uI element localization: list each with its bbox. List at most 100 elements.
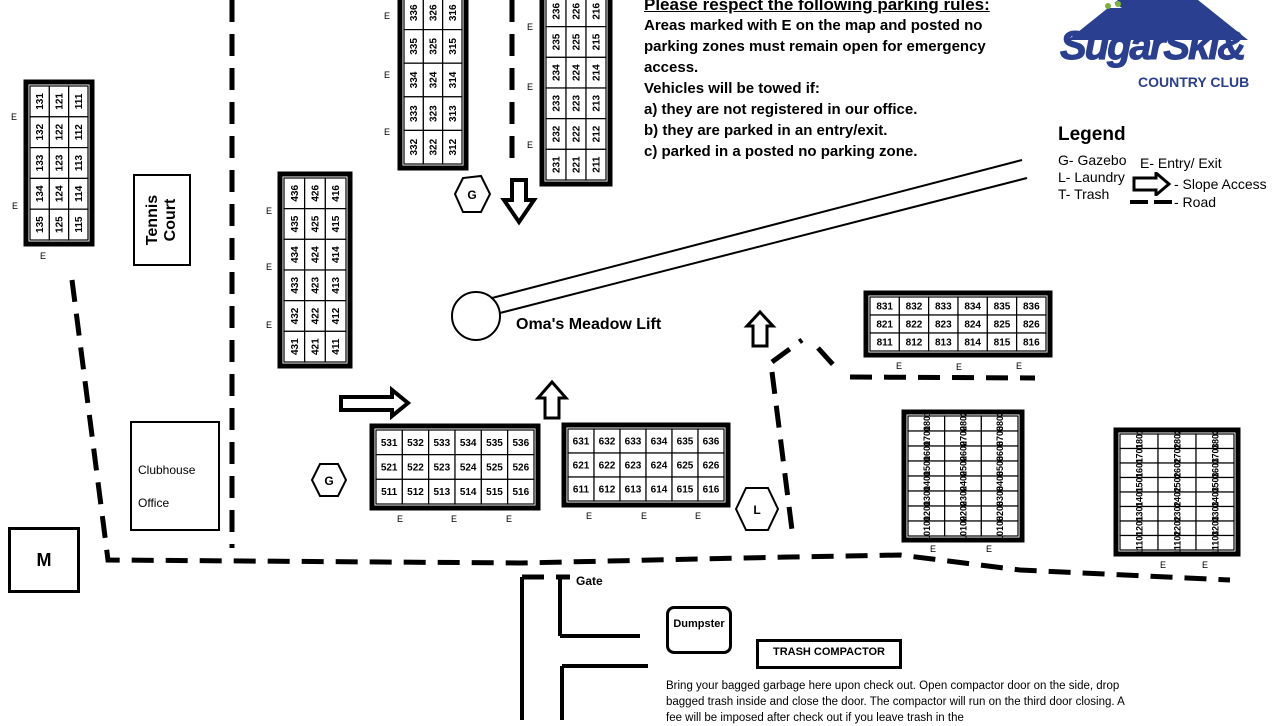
parking-space-number: 512: [407, 487, 424, 498]
entry-exit-marker: E: [896, 361, 902, 371]
parking-space-number: 223: [572, 95, 583, 112]
entry-exit-marker: E: [586, 511, 592, 521]
parking-space-number: 535: [486, 438, 503, 449]
rules-heading: Please respect the following parking rul…: [644, 0, 990, 14]
parking-space-number: 11801: [1135, 429, 1145, 454]
parking-blocks: 1311321331341351211221231241251111121131…: [23, 0, 1241, 557]
parking-space-number: 526: [512, 463, 529, 474]
parking-space-number: 10602: [959, 441, 969, 466]
rules-line: c) parked in a posted no parking zone.: [644, 143, 918, 160]
logo-subtitle: COUNTRY CLUB: [1138, 74, 1250, 90]
rules-line: a) they are not registered in our office…: [644, 101, 918, 118]
gazebo-north-icon: G: [453, 174, 492, 213]
parking-space-number: 10803: [995, 411, 1005, 436]
parking-space-number: 10303: [995, 486, 1005, 511]
entry-exit-marker: E: [930, 544, 936, 554]
parking-space-number: 10501: [922, 456, 932, 481]
parking-space-number: 523: [433, 463, 450, 474]
parking-space-number: 11301: [1135, 501, 1145, 526]
parking-rules: Please respect the following parking rul…: [644, 0, 1054, 162]
parking-space-number: 336: [409, 4, 420, 21]
parking-space-number: 221: [572, 156, 583, 173]
parking-space: [697, 476, 725, 502]
parking-space-number: 324: [429, 71, 440, 88]
rules-line: access.: [644, 59, 699, 76]
sugar-ski-logo: SugarSki& COUNTRY CLUB: [1058, 0, 1258, 95]
parking-space: [442, 129, 463, 165]
road-main: [69, 279, 1231, 583]
parking-space: [593, 476, 621, 502]
parking-space-number: 612: [599, 485, 616, 496]
lift-station-icon: [451, 291, 501, 341]
parking-space-number: 414: [331, 246, 342, 263]
trash-compactor: TRASH COMPACTOR: [756, 639, 902, 669]
parking-space-number: 425: [311, 215, 322, 232]
entry-exit-marker: E: [397, 514, 403, 524]
entry-exit-marker: E: [1160, 560, 1166, 570]
parking-space-number: 111: [74, 93, 85, 109]
parking-space-number: 332: [409, 138, 420, 155]
dumpster: Dumpster: [666, 606, 732, 654]
parking-space-number: 433: [290, 277, 301, 294]
parking-space-number: 813: [935, 338, 952, 349]
parking-space-number: 423: [311, 277, 322, 294]
clubhouse-office: Clubhouse Office: [130, 421, 220, 531]
slope-access-arrow-icon: [1132, 172, 1172, 196]
lift-cable-upper: [491, 159, 1023, 299]
parking-space: [980, 520, 1019, 537]
svg-text:G: G: [324, 474, 333, 488]
entry-exit-marker: E: [527, 82, 533, 92]
parking-space-number: 525: [486, 463, 503, 474]
parking-space-number: 333: [409, 105, 420, 122]
parking-space-number: 10203: [995, 501, 1005, 526]
parking-space-number: 533: [433, 438, 450, 449]
parking-space: [324, 330, 347, 363]
parking-space-number: 10702: [959, 426, 969, 451]
parking-space-number: 10703: [995, 426, 1005, 451]
entry-exit-marker: E: [695, 511, 701, 521]
parking-space-number: 11303: [1211, 501, 1221, 526]
legend-title: Legend: [1058, 124, 1126, 145]
parking-space: [401, 429, 430, 456]
parking-space-number: 10603: [995, 441, 1005, 466]
parking-space-number: 10302: [959, 486, 969, 511]
parking-space-number: 11103: [1211, 531, 1221, 555]
parking-space-number: 11403: [1211, 487, 1221, 512]
parking-space-number: 10802: [959, 411, 969, 436]
parking-space-number: 831: [876, 302, 893, 313]
parking-space-number: 11701: [1135, 443, 1145, 468]
parking-space-number: 524: [460, 463, 477, 474]
slope-access-arrow-icon-north-2: [743, 309, 777, 348]
parking-space-number: 134: [35, 185, 46, 202]
parking-space-number: 412: [331, 307, 342, 324]
parking-space-number: 11102: [1173, 531, 1183, 555]
parking-space-number: 216: [592, 3, 603, 20]
slope-access-arrow-icon-south: [500, 178, 538, 226]
parking-space: [428, 429, 456, 456]
parking-space: [454, 478, 482, 505]
parking-space-number: 11802: [1173, 429, 1183, 454]
parking-space-number: 426: [311, 185, 322, 202]
parking-space-number: 11501: [1135, 472, 1145, 497]
parking-space-number: 123: [55, 154, 66, 171]
parking-space-number: 10102: [959, 516, 969, 541]
parking-space-number: 215: [592, 33, 603, 50]
svg-text:L: L: [753, 503, 760, 517]
mountain-logo-icon: [1068, 0, 1248, 40]
parking-space-number: 224: [572, 64, 583, 81]
parking-space-number: 10503: [995, 456, 1005, 481]
entry-exit-marker: E: [384, 11, 390, 21]
parking-space-number: 11602: [1173, 458, 1183, 483]
parking-space: [480, 429, 509, 456]
parking-space-number: 211: [592, 156, 603, 173]
parking-space-number: 416: [331, 185, 342, 202]
slope-access-arrow-icon-north-1: [534, 379, 570, 420]
parking-space-number: 11101: [1135, 531, 1145, 555]
parking-space-number: 635: [677, 437, 694, 448]
parking-space-number: 122: [55, 123, 66, 140]
parking-space-number: 225: [572, 33, 583, 50]
parking-space: [68, 208, 89, 241]
parking-space-number: 10202: [959, 501, 969, 526]
